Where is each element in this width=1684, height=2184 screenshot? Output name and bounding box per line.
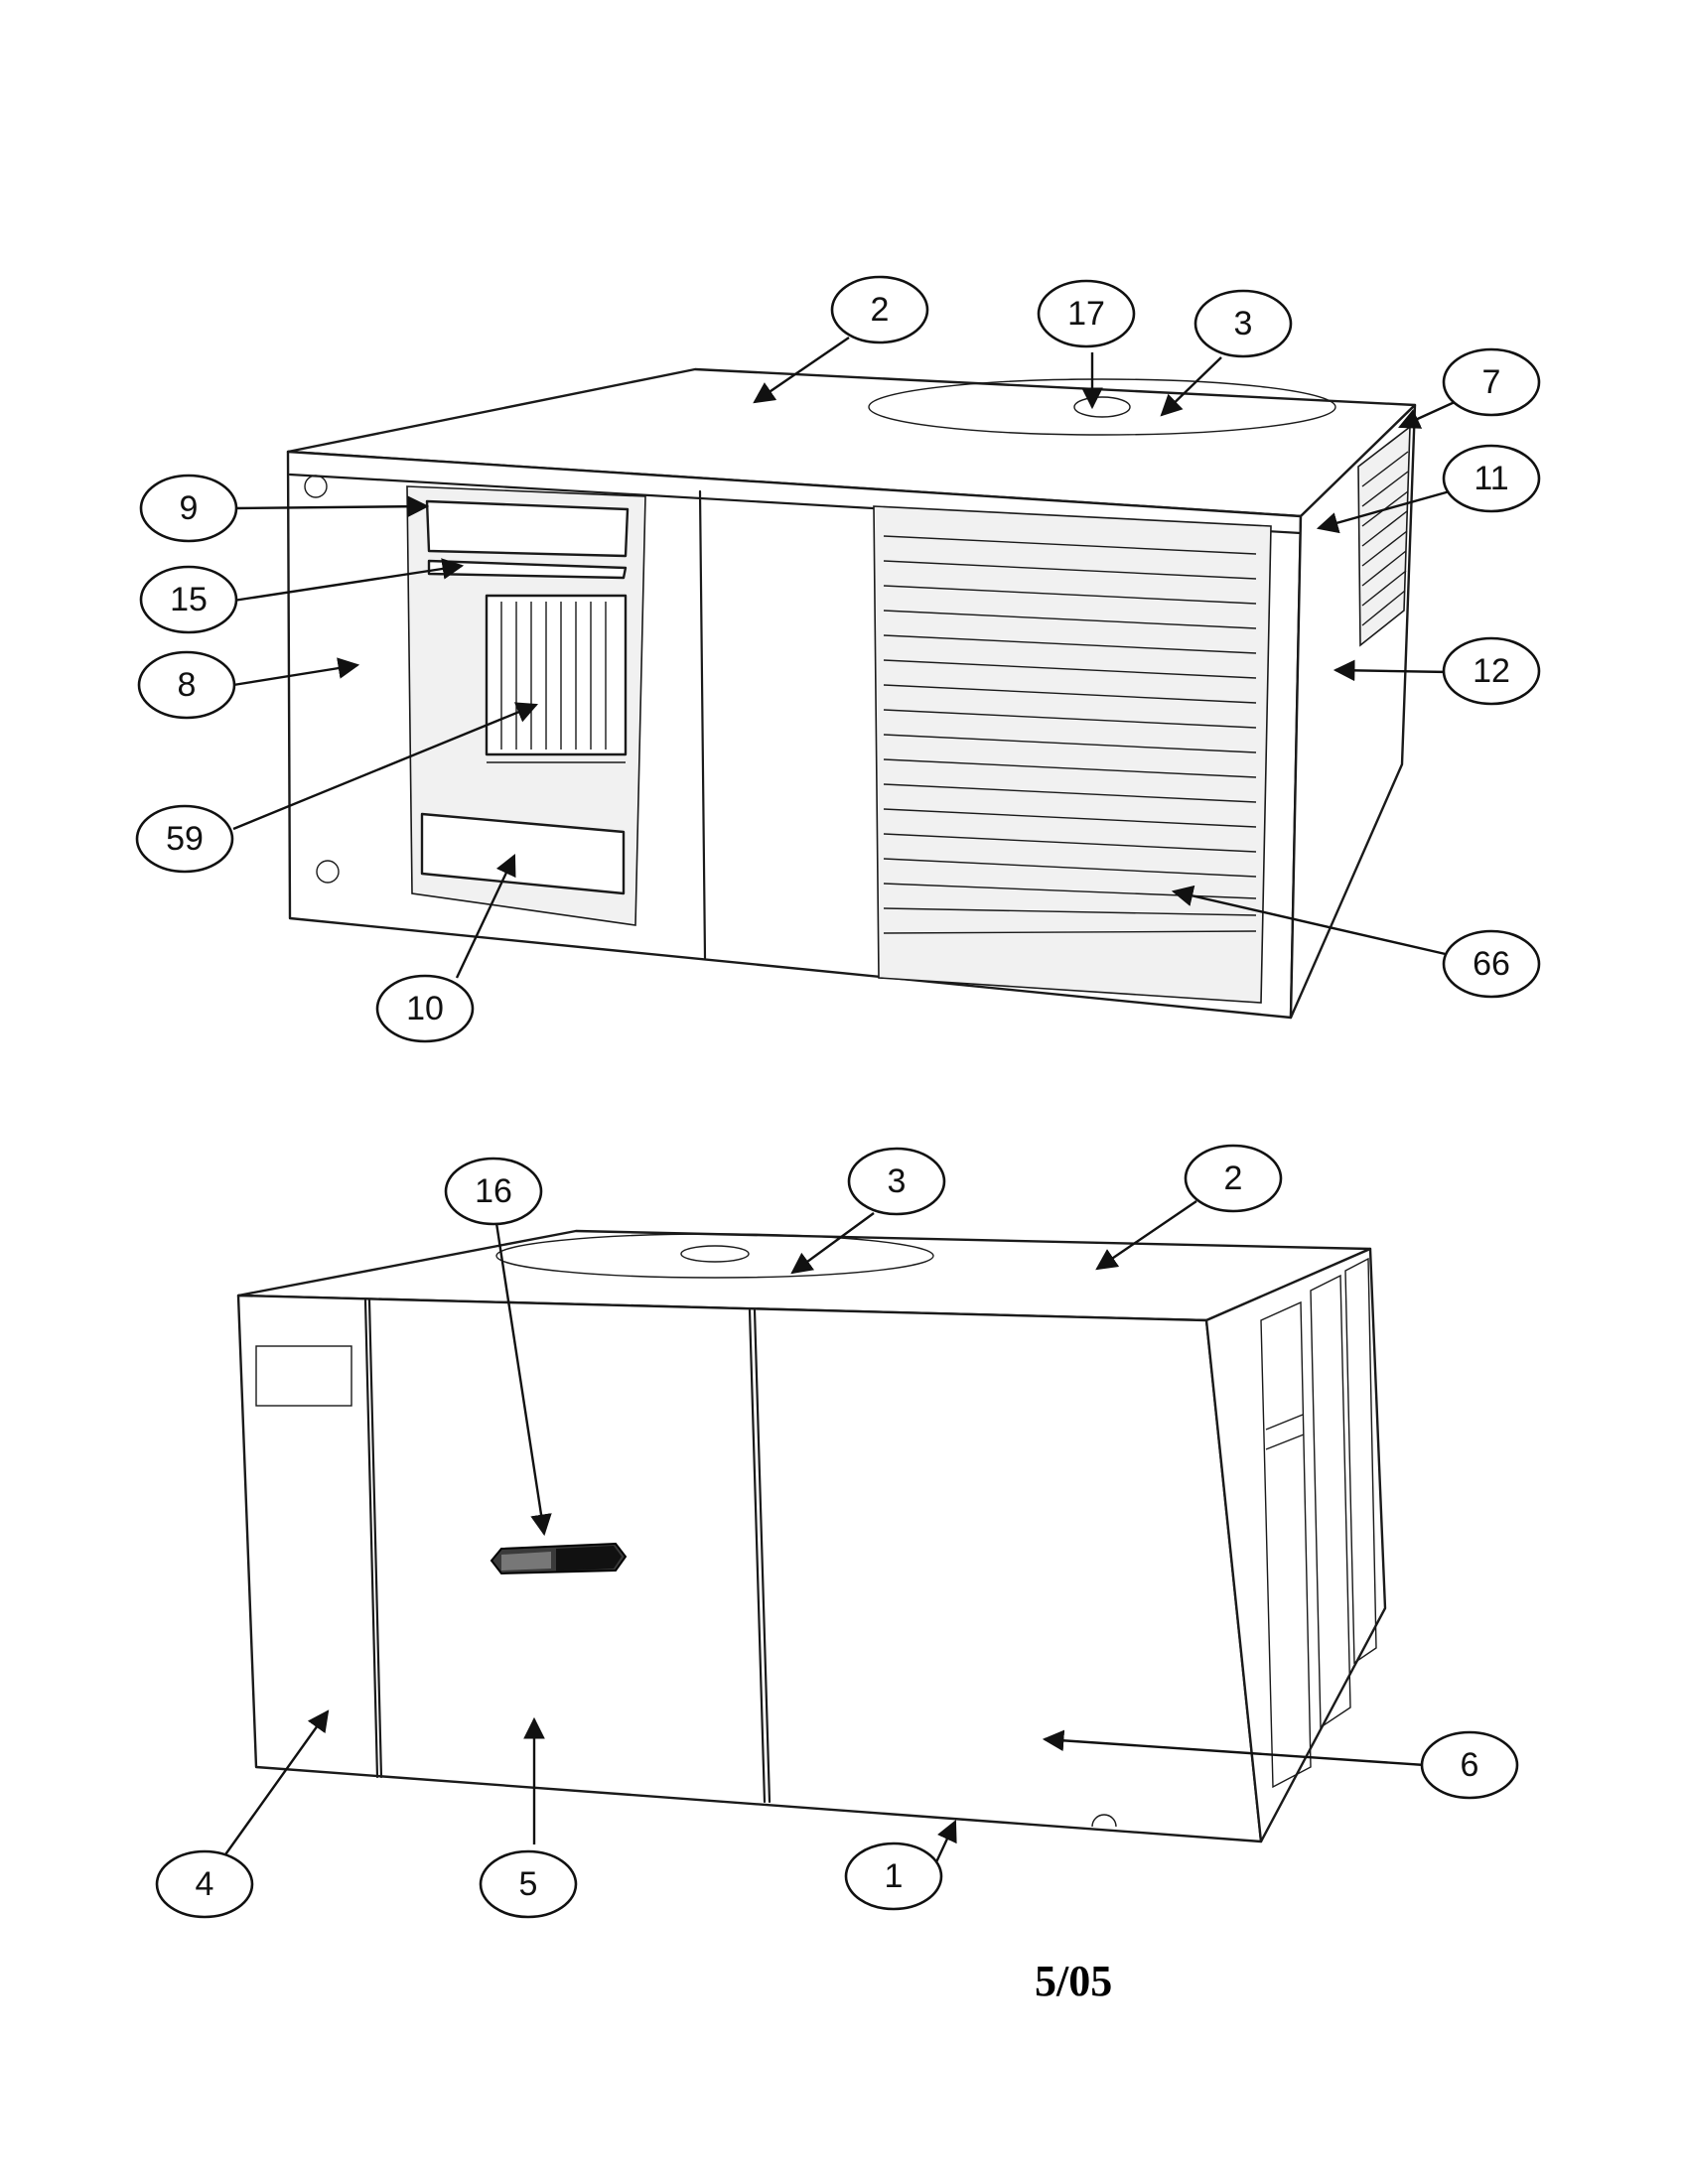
top-unit-drawing — [286, 367, 1417, 1020]
callout-3-top: 3 — [1193, 289, 1293, 358]
callout-10: 10 — [375, 974, 475, 1043]
svg-text:5: 5 — [519, 1865, 538, 1903]
side-louver-grille — [1357, 425, 1411, 647]
svg-text:2: 2 — [871, 291, 890, 329]
svg-text:9: 9 — [180, 489, 199, 527]
callout-66: 66 — [1442, 929, 1541, 999]
callout-2-bottom: 2 — [1184, 1144, 1283, 1213]
top-fan-opening — [868, 378, 1336, 436]
callout-bubbles: 2 17 3 7 9 11 15 8 12 59 10 66 16 3 2 6 … — [135, 275, 1541, 1919]
callout-6: 6 — [1420, 1730, 1519, 1800]
svg-text:16: 16 — [475, 1172, 512, 1210]
svg-text:7: 7 — [1482, 363, 1501, 401]
callout-4: 4 — [155, 1849, 254, 1919]
svg-text:2: 2 — [1224, 1160, 1243, 1197]
callout-2-top: 2 — [830, 275, 929, 344]
side-panel-bottom-view — [1204, 1247, 1387, 1843]
svg-text:8: 8 — [178, 666, 197, 704]
callout-5: 5 — [479, 1849, 578, 1919]
callout-17: 17 — [1037, 279, 1136, 348]
svg-text:3: 3 — [888, 1162, 907, 1200]
callout-7: 7 — [1442, 347, 1541, 417]
callout-9: 9 — [139, 474, 238, 543]
svg-text:11: 11 — [1474, 460, 1508, 497]
svg-text:12: 12 — [1473, 652, 1510, 690]
blower-wheel — [485, 594, 628, 756]
callout-12: 12 — [1442, 636, 1541, 706]
svg-text:10: 10 — [406, 990, 444, 1027]
callout-59: 59 — [135, 804, 234, 874]
front-panels — [236, 1294, 1263, 1843]
bottom-unit-drawing — [236, 1229, 1387, 1843]
svg-text:3: 3 — [1234, 305, 1253, 342]
callout-3-bottom: 3 — [847, 1147, 946, 1216]
svg-text:15: 15 — [170, 581, 208, 618]
callout-16: 16 — [444, 1157, 543, 1226]
svg-text:6: 6 — [1461, 1746, 1479, 1784]
callout-1: 1 — [844, 1842, 943, 1911]
side-louvers-bottom-view — [1260, 1257, 1377, 1789]
revision-date: 5/05 — [1035, 1957, 1112, 2005]
callout-8: 8 — [137, 650, 236, 720]
callout-15: 15 — [139, 565, 238, 634]
svg-text:4: 4 — [196, 1865, 214, 1903]
svg-text:1: 1 — [885, 1857, 904, 1895]
leader-arrows — [217, 337, 1456, 1880]
condenser-coil-louvers — [873, 505, 1272, 1004]
logo-badge — [490, 1542, 628, 1575]
svg-text:59: 59 — [166, 820, 204, 858]
svg-text:17: 17 — [1067, 295, 1105, 333]
callout-11: 11 — [1442, 444, 1541, 513]
blower-compartment — [406, 485, 646, 926]
svg-text:66: 66 — [1473, 945, 1510, 983]
